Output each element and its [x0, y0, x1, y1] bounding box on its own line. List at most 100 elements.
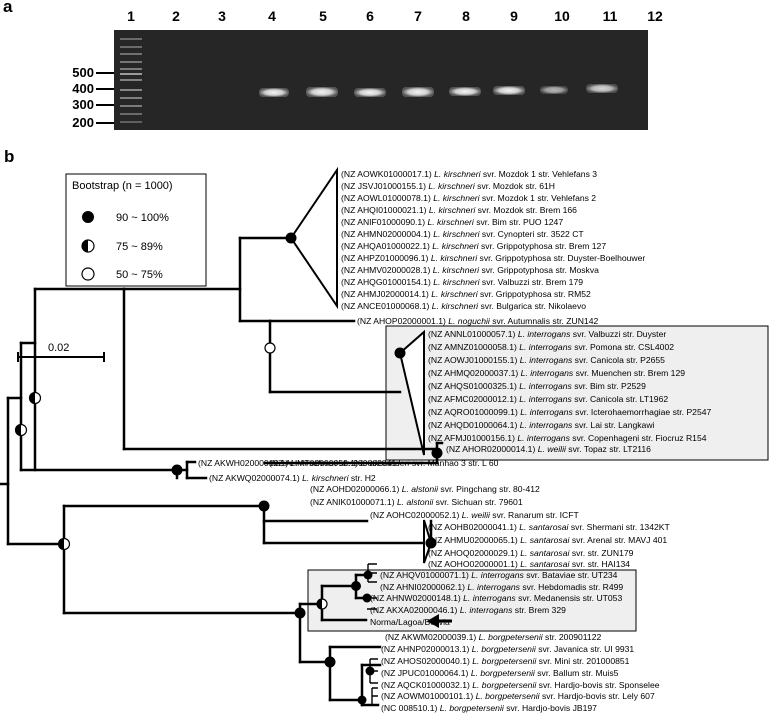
- pcr-bands: [259, 84, 618, 97]
- node-high-icon: [171, 464, 183, 476]
- lane-numbers: 1 2 3 4 5 6 7 8 9 10 11 12: [127, 8, 663, 24]
- marker-label: 500: [72, 65, 94, 80]
- filled-circle-icon: [82, 211, 94, 223]
- leaf-label: (NC 008510.1) L. borgpetersenii svr. Har…: [381, 703, 597, 713]
- leaf-label: (NZ AHMJ02000014.1) L. kirschneri svr. G…: [341, 289, 591, 299]
- ladder-band: [120, 113, 142, 115]
- node-open-icon: [264, 342, 276, 354]
- ladder-band: [120, 38, 142, 40]
- interrogans-highlight-box: [385, 325, 769, 461]
- lane-number: 8: [462, 8, 470, 24]
- ladder-band: [120, 46, 142, 48]
- leaf-label: (NZ AOHD02000066.1) L. alstonii svr. Pin…: [310, 484, 540, 494]
- lane-number: 3: [218, 8, 226, 24]
- lane-number: 12: [647, 8, 663, 24]
- lane-number: 6: [366, 8, 374, 24]
- leaf-label: (NZ AKWH02000012.1) L. kirschneri str. 2…: [198, 458, 396, 468]
- leaf-label: (NZ AHQD01000064.1) L. interrogans svr. …: [428, 420, 655, 430]
- lane-number: 5: [319, 8, 327, 24]
- ladder-band: [120, 79, 142, 81]
- leaf-label: (NZ AHQV01000071.1) L. interrogans svr. …: [380, 570, 618, 580]
- ladder-band: [120, 121, 142, 123]
- pcr-band: [586, 84, 618, 93]
- leaf-label: (NZ AOWM01000101.1) L. borgpetersenii sv…: [381, 691, 655, 701]
- node-half-icon: [57, 537, 71, 551]
- pcr-band: [449, 87, 481, 96]
- leaf-label: (NZ JSVJ01000155.1) L. kirschneri svr. M…: [341, 181, 555, 191]
- leaf-label: (NZ AKWM02000039.1) L. borgpetersenii st…: [385, 632, 601, 642]
- node-high-icon: [365, 666, 375, 676]
- leaf-label: (NZ AHQI01000021.1) L. kirschneri svr. M…: [341, 205, 577, 215]
- half-circle-icon: [81, 239, 95, 253]
- leaf-label: (NZ AHQA01000022.1) L. kirschneri svr. G…: [341, 241, 606, 251]
- marker-label: 400: [72, 81, 94, 96]
- pcr-band: [354, 88, 386, 97]
- ladder-band: [120, 73, 142, 75]
- ladder-band: [120, 61, 142, 63]
- interrogans-clade-triangle: [398, 329, 425, 456]
- leaf-label: (NZ AHNW02000148.1) L. interrogans svr. …: [370, 593, 622, 603]
- ladder-band: [120, 97, 142, 99]
- lane-number: 9: [510, 8, 518, 24]
- pcr-band: [306, 87, 338, 97]
- node-high-icon: [351, 581, 361, 591]
- marker-label: 200: [72, 115, 94, 130]
- leaf-label: (NZ AOHO02000001.1) L. santarosai svr. s…: [428, 559, 630, 569]
- ladder-band: [120, 89, 142, 91]
- leaf-label: (NZ AHOP02000001.1) L. noguchii svr. Aut…: [357, 316, 598, 326]
- leaf-label: (NZ AHOQ02000029.1) L. santarosai svr. s…: [428, 548, 634, 558]
- leaf-label: (NZ AKWQ02000074.1) L. kirschneri str. H…: [209, 473, 376, 483]
- leaf-label: (NZ AHNI02000062.1) L. interrogans svr. …: [380, 582, 623, 592]
- ladder-bands: [120, 38, 142, 123]
- gel-image: [114, 30, 648, 130]
- leaf-label: (NZ AOWL01000078.1) L. kirschneri svr. M…: [341, 193, 596, 203]
- node-high-icon: [285, 232, 297, 244]
- leaf-label: (NZ AHNP02000013.1) L. borgpetersenii sv…: [381, 644, 634, 654]
- size-markers: 500 400 300 200: [72, 65, 114, 130]
- leaf-label: (NZ ANIK01000071.1) L. alstonii svr. Sic…: [310, 497, 523, 507]
- node-half-icon: [316, 598, 328, 610]
- pcr-band: [540, 86, 568, 94]
- marker-label: 300: [72, 97, 94, 112]
- leaf-label: (NZ AQCK01000032.1) L. borgpetersenii sv…: [381, 680, 660, 690]
- leaf-label: (NZ AHMU02000065.1) L. santarosai svr. A…: [428, 535, 667, 545]
- leaf-label: (NZ AFMC02000012.1) L. interrogans svr. …: [428, 394, 668, 404]
- ladder-band: [120, 105, 142, 107]
- leaf-label: (NZ AHMT02000052.1) L. alexanderi svr. M…: [269, 458, 499, 468]
- lane-number: 10: [554, 8, 570, 24]
- pcr-band: [493, 86, 525, 95]
- leaf-label: (NZ AHQG01000154.1) L. kirschneri svr. V…: [341, 277, 583, 287]
- node-high-icon: [425, 537, 437, 549]
- leaf-label: (NZ AHPZ01000096.1) L. kirschneri svr. G…: [341, 253, 645, 263]
- leaf-label: (NZ AKXA02000046.1) L. interrogans str. …: [370, 605, 566, 615]
- leaf-label: (NZ AHOS02000040.1) L. borgpetersenii sv…: [381, 656, 630, 666]
- leaf-labels: (NZ AOWK01000017.1) L. kirschneri svr. M…: [198, 169, 712, 713]
- node-high-icon: [258, 500, 270, 512]
- leaf-label: (NZ AHMQ02000037.1) L. interrogans svr. …: [428, 368, 685, 378]
- leaf-label: (NZ AOHC02000052.1) L. weilii svr. Ranar…: [370, 510, 579, 520]
- node-high-icon: [294, 607, 306, 619]
- node-high-icon: [362, 593, 372, 603]
- lane-number: 1: [127, 8, 135, 24]
- panel-a-label: a: [3, 0, 13, 16]
- lane-number: 4: [268, 8, 276, 24]
- scale-bar: 0.02: [17, 342, 105, 362]
- bootstrap-legend: Bootstrap (n = 1000) 90 ~ 100% 75 ~ 89% …: [65, 173, 207, 287]
- leaf-label: (NZ ANNL01000057.1) L. interrogans svr. …: [428, 329, 666, 339]
- leaf-label-norma: Norma/Lagoa/Bolivia: [370, 617, 450, 627]
- node-high-icon: [324, 656, 336, 668]
- leaf-label: (NZ ANIF01000090.1) L. kirschneri svr. B…: [341, 217, 563, 227]
- kirschneri-clade-triangle: [289, 166, 338, 310]
- leaf-label: (NZ AOHB02000041.1) L. santarosai svr. S…: [428, 522, 670, 532]
- node-high-icon: [431, 447, 443, 459]
- leaf-label: (NZ AHOR02000014.1) L. weilii svr. Topaz…: [446, 444, 651, 454]
- leaf-label: (NZ AMNZ01000058.1) L. interrogans svr. …: [428, 342, 674, 352]
- leaf-label: (NZ AHQS01000325.1) L. interrogans svr. …: [428, 381, 646, 391]
- ladder-band: [120, 53, 142, 55]
- lane-number: 11: [603, 8, 618, 24]
- node-high-icon: [357, 695, 367, 705]
- lane-number: 2: [172, 8, 180, 24]
- node-half-icon: [28, 391, 42, 405]
- leaf-label: (NZ ANCE01000068.1) L. kirschneri svr. B…: [341, 301, 586, 311]
